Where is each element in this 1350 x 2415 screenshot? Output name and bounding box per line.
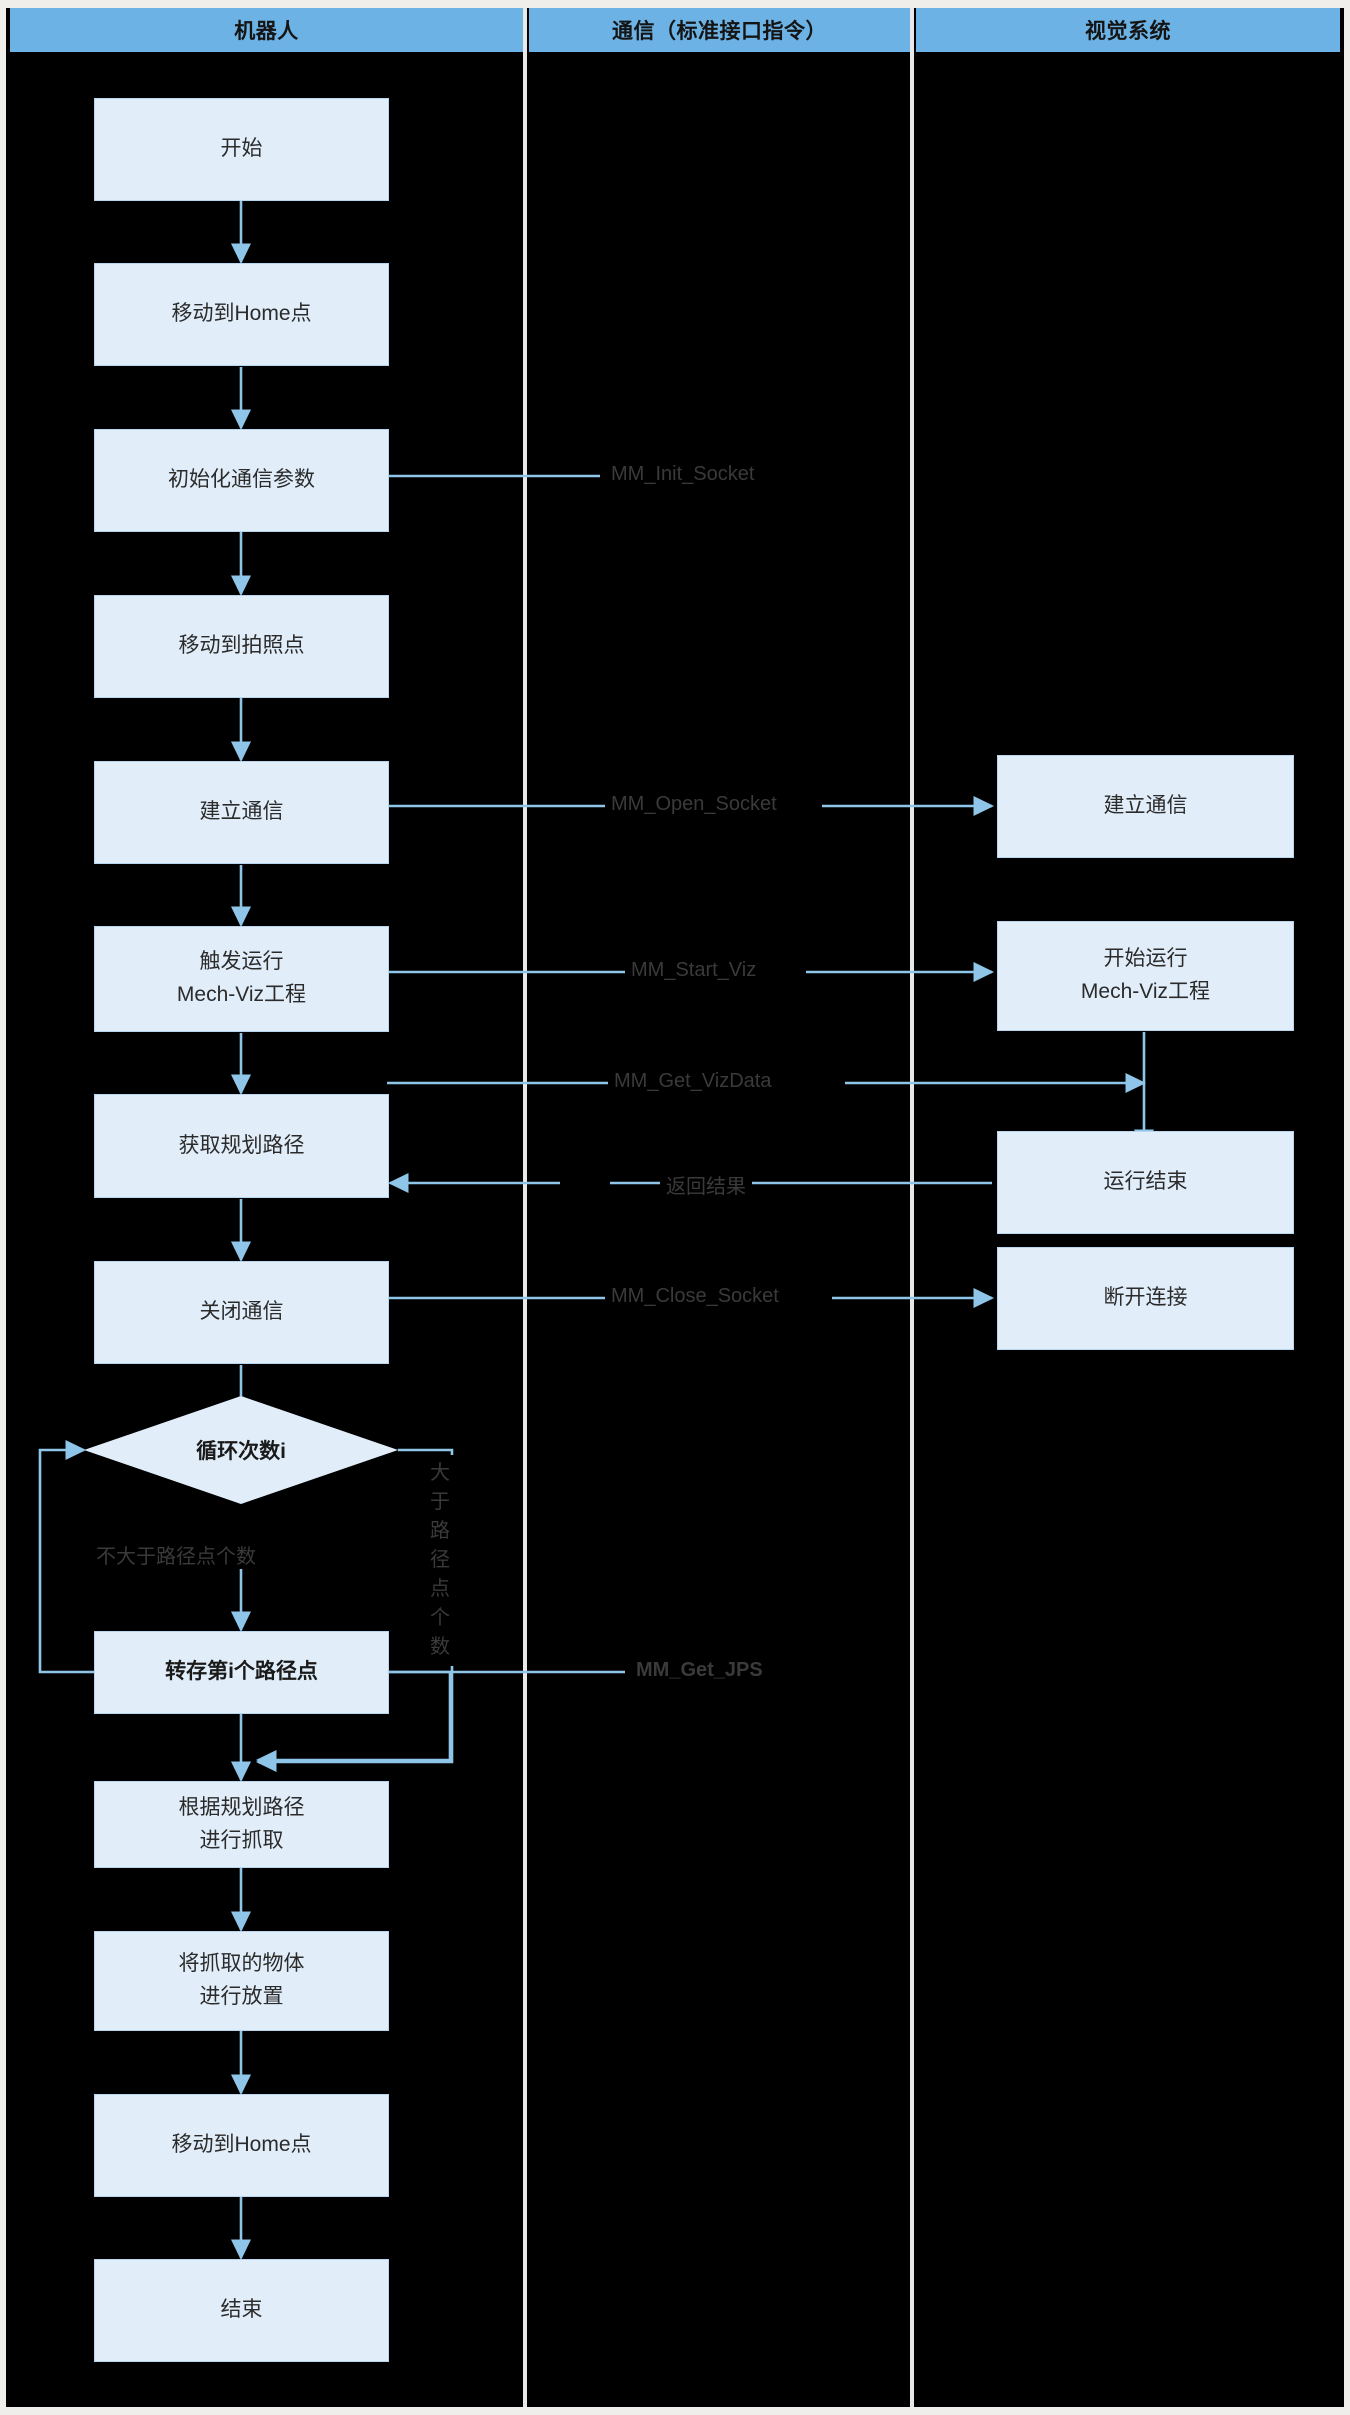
lane-header-communication-label: 通信（标准接口指令） (612, 20, 827, 43)
node-get-planned-path[interactable]: 获取规划路径 (94, 1094, 389, 1198)
node-store-ith-path-point[interactable]: 转存第i个路径点 (94, 1631, 389, 1714)
lane-header-robot: 机器人 (10, 8, 523, 52)
branch-label-not-greater: 不大于路径点个数 (90, 1540, 262, 1569)
decision-loop-count[interactable]: 循环次数i (84, 1396, 398, 1504)
node-vision-open-comm[interactable]: 建立通信 (997, 755, 1294, 858)
node-vision-disconnect-label: 断开连接 (1103, 1286, 1188, 1310)
frame-top-border (0, 0, 1350, 8)
lane-header-communication: 通信（标准接口指令） (529, 8, 910, 52)
node-end-label: 结束 (220, 2298, 263, 2322)
node-vision-start-mechviz-label-1: 开始运行 (1103, 947, 1188, 971)
node-close-comm-label: 关闭通信 (199, 1300, 284, 1324)
node-trigger-mechviz[interactable]: 触发运行 Mech-Viz工程 (94, 926, 389, 1032)
node-open-comm-label: 建立通信 (199, 800, 284, 824)
node-pick-by-path-label-1: 根据规划路径 (178, 1795, 305, 1819)
node-trigger-mechviz-label-1: 触发运行 (199, 950, 284, 974)
node-pick-by-path[interactable]: 根据规划路径 进行抓取 (94, 1781, 389, 1868)
node-move-home-1-label: 移动到Home点 (171, 302, 312, 326)
node-move-home-2-label: 移动到Home点 (171, 2133, 312, 2157)
comm-label-close-socket: MM_Close_Socket (605, 1285, 785, 1308)
node-vision-run-finished-label: 运行结束 (1103, 1170, 1188, 1194)
node-move-photo-point-label: 移动到拍照点 (178, 634, 305, 658)
node-vision-start-mechviz[interactable]: 开始运行 Mech-Viz工程 (997, 921, 1294, 1031)
node-pick-by-path-label-2: 进行抓取 (199, 1828, 284, 1852)
node-vision-disconnect[interactable]: 断开连接 (997, 1247, 1294, 1350)
node-start[interactable]: 开始 (94, 98, 389, 201)
comm-label-init-socket: MM_Init_Socket (605, 463, 761, 486)
node-trigger-mechviz-label-2: Mech-Viz工程 (176, 983, 307, 1006)
node-move-home-2[interactable]: 移动到Home点 (94, 2094, 389, 2197)
branch-label-greater: 大于路径点个数 (425, 1455, 455, 1666)
node-vision-start-mechviz-label-2: Mech-Viz工程 (1080, 980, 1211, 1003)
node-init-comm-params[interactable]: 初始化通信参数 (94, 429, 389, 532)
node-move-photo-point[interactable]: 移动到拍照点 (94, 595, 389, 698)
comm-label-return-result: 返回结果 (660, 1170, 752, 1199)
node-close-comm[interactable]: 关闭通信 (94, 1261, 389, 1364)
node-place-object[interactable]: 将抓取的物体 进行放置 (94, 1931, 389, 2031)
lane-divider-1 (523, 8, 527, 2407)
node-start-label: 开始 (220, 137, 263, 161)
frame-left-border (0, 0, 6, 2415)
comm-label-start-viz: MM_Start_Viz (625, 959, 763, 982)
comm-label-open-socket: MM_Open_Socket (605, 793, 783, 816)
lane-header-robot-label: 机器人 (234, 20, 299, 43)
node-open-comm[interactable]: 建立通信 (94, 761, 389, 864)
node-store-ith-path-point-label: 转存第i个路径点 (165, 1660, 318, 1684)
frame-right-border (1344, 0, 1350, 2415)
frame-bottom-border (0, 2407, 1350, 2415)
lane-header-vision-label: 视觉系统 (1085, 20, 1171, 43)
node-vision-open-comm-label: 建立通信 (1103, 794, 1188, 818)
node-init-comm-params-label: 初始化通信参数 (168, 468, 315, 492)
node-place-object-label-1: 将抓取的物体 (178, 1952, 305, 1976)
node-end[interactable]: 结束 (94, 2259, 389, 2362)
comm-label-get-jps: MM_Get_JPS (630, 1659, 769, 1682)
lane-header-vision: 视觉系统 (916, 8, 1340, 52)
comm-label-get-vizdata: MM_Get_VizData (608, 1070, 778, 1093)
lane-divider-2 (910, 8, 914, 2407)
decision-loop-count-label: 循环次数i (196, 1440, 286, 1463)
node-move-home-1[interactable]: 移动到Home点 (94, 263, 389, 366)
node-get-planned-path-label: 获取规划路径 (178, 1133, 305, 1157)
node-place-object-label-2: 进行放置 (199, 1985, 284, 2008)
node-vision-run-finished[interactable]: 运行结束 (997, 1131, 1294, 1234)
